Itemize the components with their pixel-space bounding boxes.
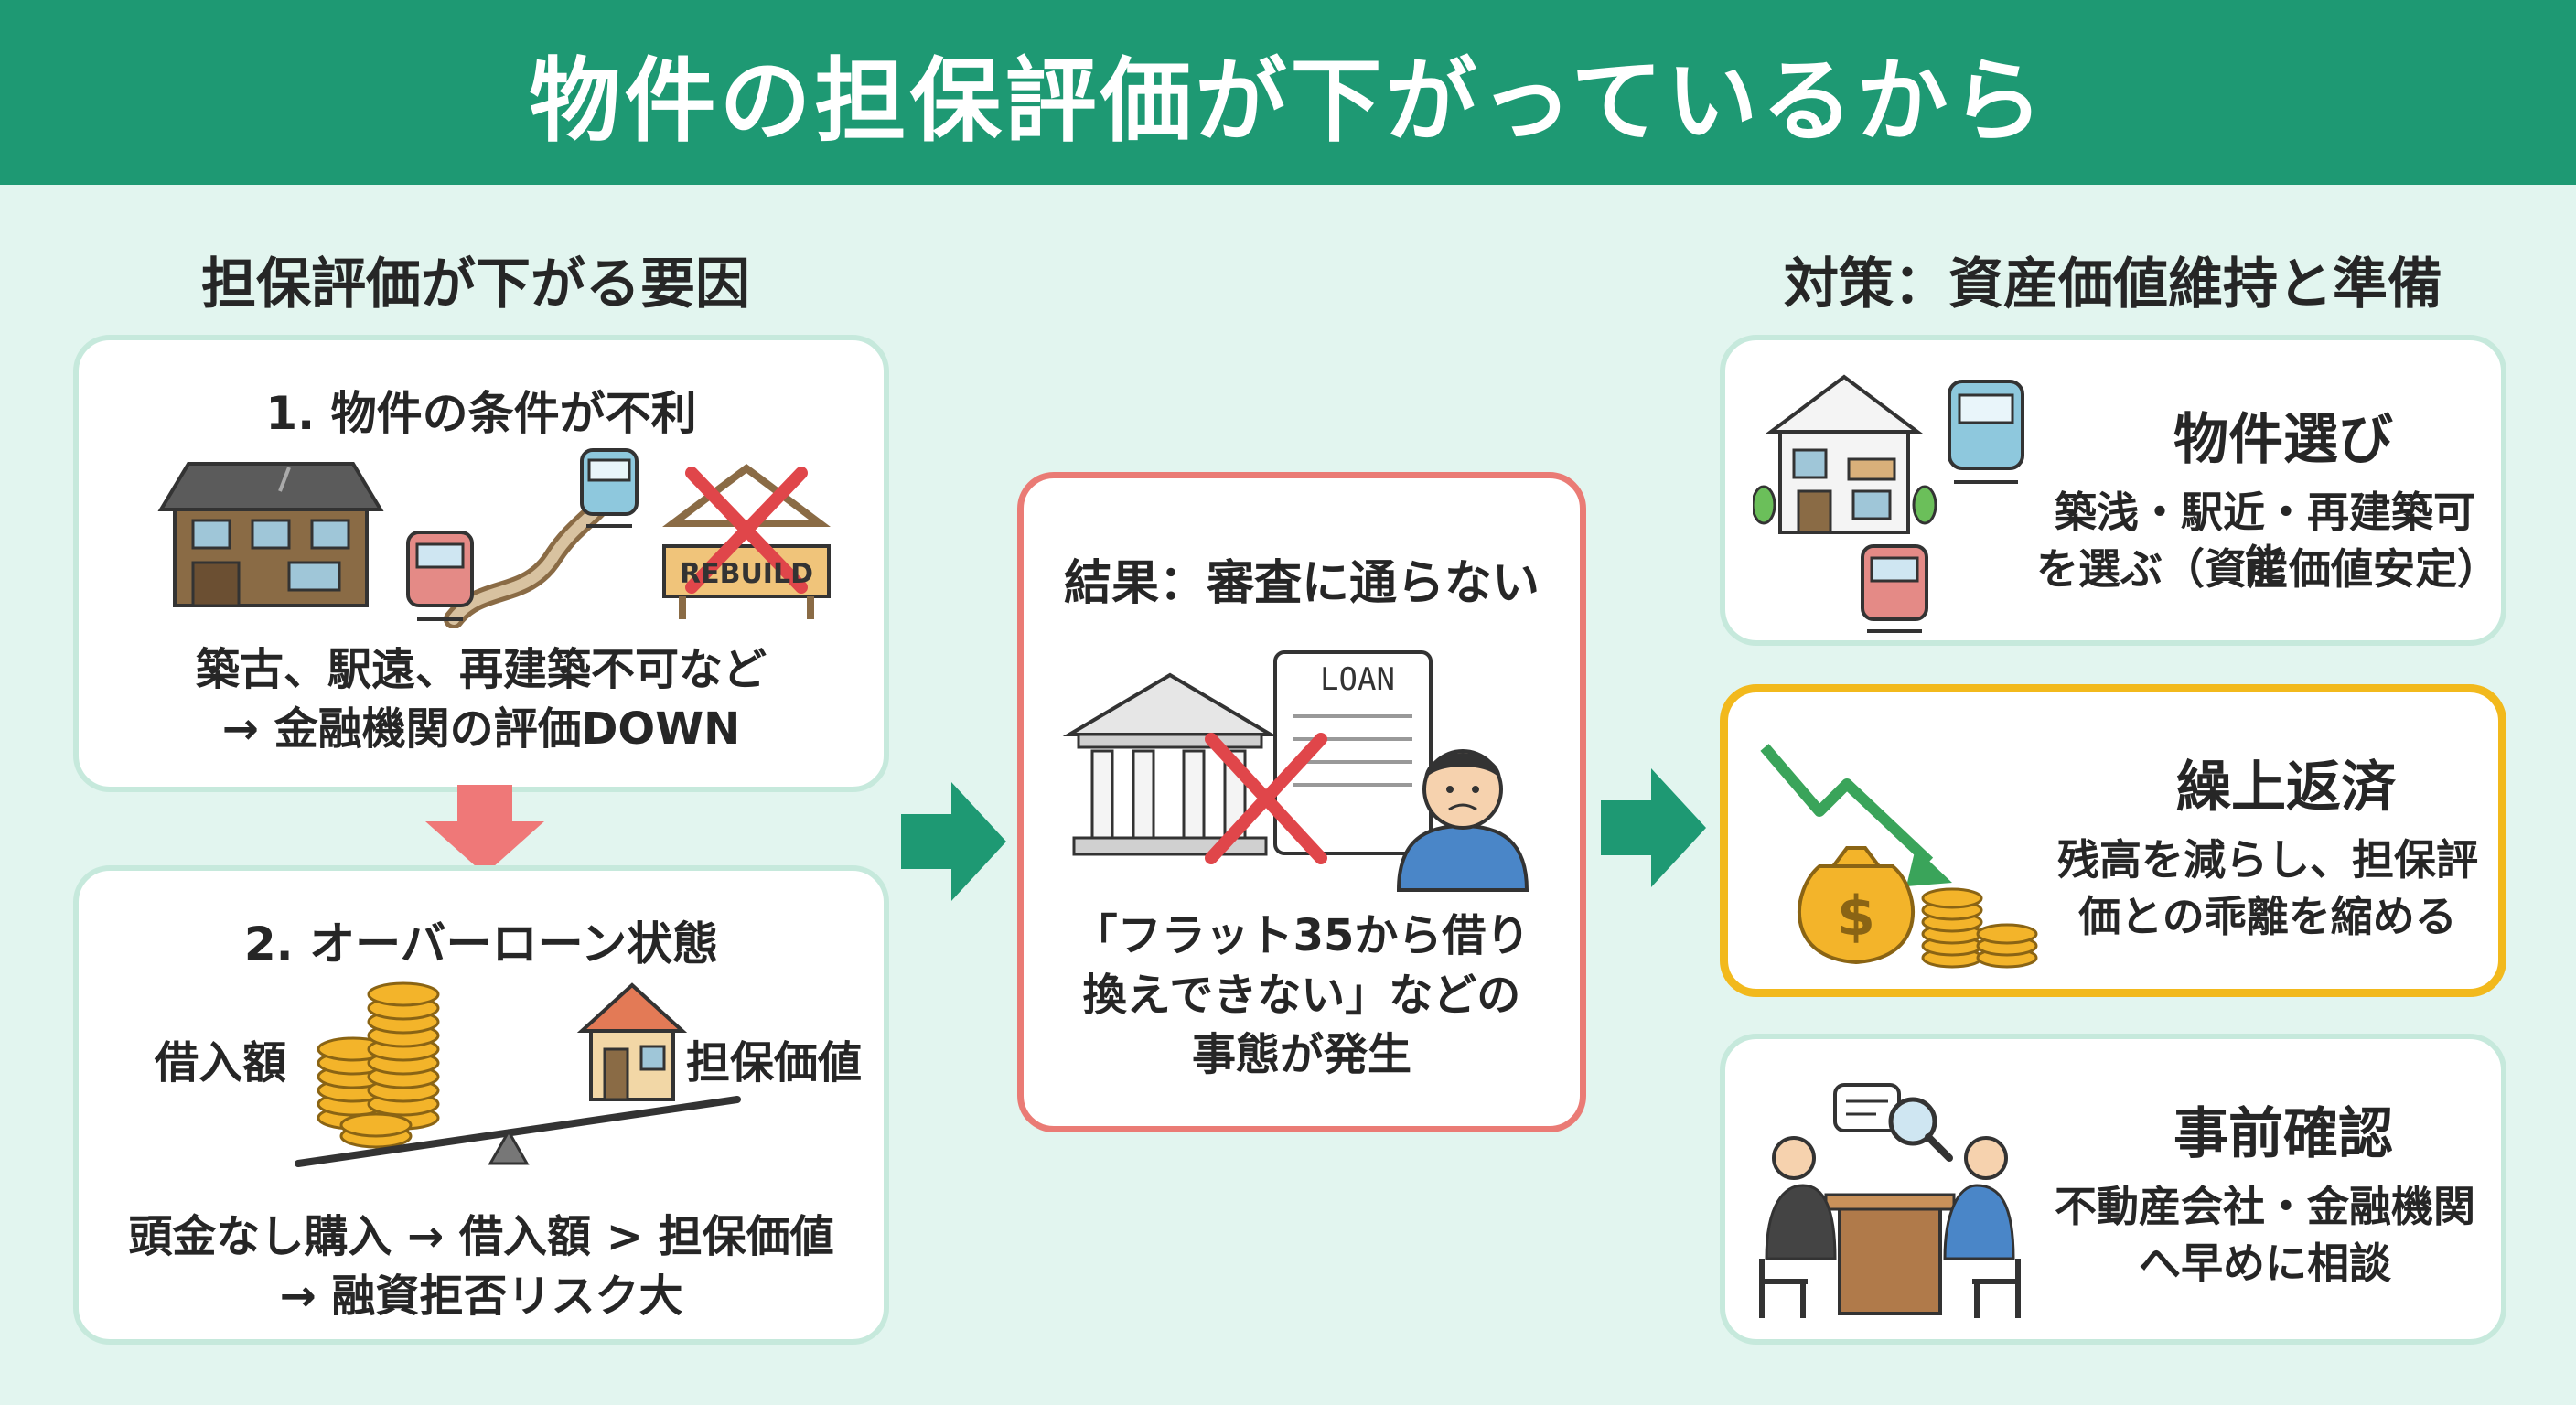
cause-card-overloan: 2. オーバーローン状態 借入額 担保価値 頭金なし購入 → 借入額 > 担保価…: [73, 865, 889, 1345]
down-arrow-icon: [425, 785, 544, 874]
cause-card-overloan-title: 2. オーバーローン状態: [243, 917, 719, 971]
result-card-line1: 「フラット35から借り: [1073, 910, 1530, 961]
cause-card-conditions-title: 1. 物件の条件が不利: [265, 387, 697, 440]
distant-station-icon: [406, 448, 639, 628]
loan-document-label: LOAN: [1320, 661, 1395, 698]
page-title: 物件の担保評価が下がっているから: [529, 47, 2047, 155]
money-decrease-icon: $: [1760, 744, 2038, 969]
measure-card-prepayment-title: 繰上返済: [2176, 756, 2396, 820]
measure-card-property-line1: 築浅・駅近・再建築可能: [2055, 488, 2475, 590]
bank-rejection-icon: [1062, 650, 1530, 892]
measure-card-consult-line2: へ早めに相談: [2139, 1239, 2391, 1288]
measure-card-property-line2: を選ぶ（資産価値安定）: [2036, 544, 2499, 594]
loan-amount-label: 借入額: [154, 1037, 286, 1089]
result-card-line3: 事態が発生: [1191, 1029, 1411, 1080]
new-house-station-icon: [1753, 374, 2024, 633]
countermeasures-section-title: 対策：資産価値維持と準備: [1784, 252, 2442, 316]
causes-section-title: 担保評価が下がる要因: [201, 252, 750, 316]
measure-card-prepayment: $ 繰上返済 残高を減らし、担保評 価との乖離を縮める: [1720, 684, 2506, 997]
old-house-icon: [157, 462, 384, 607]
right-arrow-icon: [901, 782, 1006, 901]
cause-card-overloan-line1: 頭金なし購入 → 借入額 > 担保価値: [128, 1211, 834, 1262]
cause-card-overloan-line2: → 融資拒否リスク大: [279, 1271, 683, 1322]
measure-card-consult-line1: 不動産会社・金融機関: [2055, 1182, 2475, 1231]
result-card-line2: 換えできない」などの: [1082, 970, 1521, 1021]
result-card: 結果：審査に通らない LOAN 「フラット35から借り 換えできない」などの 事…: [1017, 472, 1586, 1132]
measure-card-consult-title: 事前確認: [2174, 1102, 2393, 1166]
consultation-icon: [1759, 1083, 2021, 1318]
measure-card-prepayment-line1: 残高を減らし、担保評: [2057, 835, 2478, 885]
cause-card-conditions-line2: → 金融機関の評価DOWN: [221, 703, 741, 755]
result-card-title: 結果：審査に通らない: [1063, 556, 1540, 611]
right-arrow-icon-2: [1601, 768, 1706, 887]
no-rebuild-icon: REBUILD: [655, 450, 838, 624]
measure-card-prepayment-line2: 価との乖離を縮める: [2078, 892, 2457, 941]
rebuild-sign-text: REBUILD: [679, 558, 813, 590]
svg-text:$: $: [1837, 885, 1875, 949]
measure-card-property-title: 物件選び: [2174, 408, 2393, 472]
cause-card-conditions: 1. 物件の条件が不利 REBUILD 築古、駅遠、再建築不可: [73, 335, 889, 792]
header-banner: 物件の担保評価が下がっているから: [0, 0, 2576, 185]
collateral-value-label: 担保価値: [685, 1037, 862, 1089]
measure-card-property: 物件選び 築浅・駅近・再建築可能 を選ぶ（資産価値安定）: [1720, 335, 2506, 646]
balance-scale-icon: [295, 981, 741, 1167]
measure-card-consult: 事前確認 不動産会社・金融機関 へ早めに相談: [1720, 1034, 2506, 1345]
cause-card-conditions-line1: 築古、駅遠、再建築不可など: [195, 644, 767, 695]
